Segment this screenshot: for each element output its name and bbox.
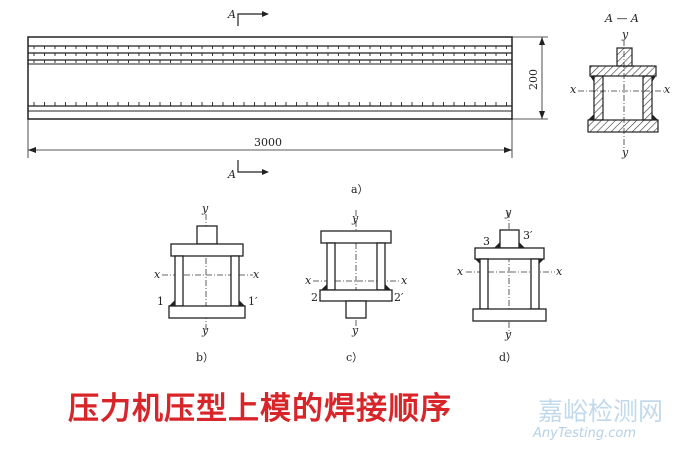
section-top-stub [616, 47, 633, 67]
d-y-top-label: y [504, 206, 512, 219]
c-top-flange [320, 230, 392, 244]
d-bottom-flange [472, 308, 547, 322]
d-weld-mark-left: 3 [483, 235, 490, 248]
section-arrow-top [237, 13, 262, 26]
d-top-stub [499, 229, 520, 249]
section-x-left-label: x [570, 83, 577, 96]
section-weld-mark [588, 114, 594, 120]
b-right-web [230, 255, 240, 307]
d-x-right-label: x [556, 265, 563, 278]
c-x-left-label: x [305, 274, 312, 287]
b-weld-mark-left: 1 [157, 295, 164, 308]
section-left-web [593, 75, 604, 121]
section-d: y y x x 3 3′ d） [457, 206, 563, 364]
section-x-right-label: x [664, 83, 671, 96]
dim-length-value: 3000 [254, 136, 282, 149]
section-arrow-top-label: A [227, 8, 236, 21]
c-x-right-label: x [401, 274, 408, 287]
d-x-left-label: x [457, 265, 464, 278]
b-x-left-label: x [154, 268, 161, 281]
c-weld-left [321, 284, 327, 290]
c-y-bottom-label: y [351, 324, 359, 337]
label-a: a） [351, 183, 369, 196]
d-weld-left [494, 242, 500, 248]
c-y-top-label: y [351, 212, 359, 225]
d-right-web [530, 258, 540, 310]
watermark-text: 嘉峪检测网 [538, 397, 664, 426]
section-bottom-flange [587, 119, 659, 133]
section-view-a-a: A — A y y x x [570, 12, 671, 159]
section-title: A — A [604, 12, 639, 25]
section-c: y y x x 2 2′ c） [305, 210, 408, 364]
section-arrow-bottom-label: A [227, 168, 236, 181]
b-weld-left [169, 300, 175, 306]
dim-height-value: 200 [527, 69, 540, 90]
label-b: b） [196, 351, 214, 364]
b-y-bottom-label: y [201, 324, 209, 337]
b-weld-right [239, 300, 245, 306]
section-b: y y x x 1 1′ b） [154, 202, 260, 364]
beam-elevation: A A 200 3000 a） [27, 8, 548, 196]
dim-length-arrow-left [28, 147, 36, 153]
section-right-web [642, 75, 653, 121]
label-d: d） [499, 351, 517, 364]
c-bottom-flange [319, 289, 393, 302]
c-weld-mark-right: 2′ [394, 291, 404, 304]
section-top-flange [589, 65, 657, 77]
b-y-top-label: y [201, 202, 209, 215]
d-left-web [479, 258, 489, 310]
b-left-web [174, 255, 184, 307]
section-y-bottom-label: y [621, 146, 629, 159]
beam-outline [27, 36, 513, 120]
b-x-right-label: x [253, 268, 260, 281]
d-weld-inner-right [539, 259, 544, 264]
d-top-flange [474, 247, 545, 260]
d-weld-inner-left [475, 259, 480, 264]
dim-height-arrow-top [539, 37, 545, 45]
c-weld-mark-left: 2 [311, 291, 318, 304]
d-y-bottom-label: y [504, 328, 512, 341]
b-weld-mark-right: 1′ [248, 295, 258, 308]
c-weld-right [385, 284, 391, 290]
b-top-stub [196, 225, 218, 245]
b-top-flange [170, 243, 244, 257]
section-weld-mark [590, 76, 594, 82]
section-y-top-label: y [621, 28, 629, 41]
c-bottom-stub [345, 300, 367, 319]
c-right-web [376, 242, 386, 291]
section-weld-mark [652, 76, 656, 82]
beam-weld-ticks [33, 46, 507, 106]
figure-caption: 压力机压型上模的焊接顺序 [68, 391, 452, 427]
dim-height-arrow-bottom [539, 111, 545, 119]
d-weld-mark-right: 3′ [523, 229, 533, 242]
section-arrow-bottom-head [262, 169, 269, 175]
section-weld-mark [652, 114, 658, 120]
section-arrow-bottom [237, 160, 262, 173]
dim-length-arrow-right [504, 147, 512, 153]
label-c: c） [346, 351, 363, 364]
c-left-web [326, 242, 336, 291]
b-bottom-flange [168, 305, 246, 319]
section-arrow-top-head [262, 11, 269, 17]
watermark-url: AnyTesting.com [533, 426, 637, 441]
d-weld-right [519, 242, 525, 248]
